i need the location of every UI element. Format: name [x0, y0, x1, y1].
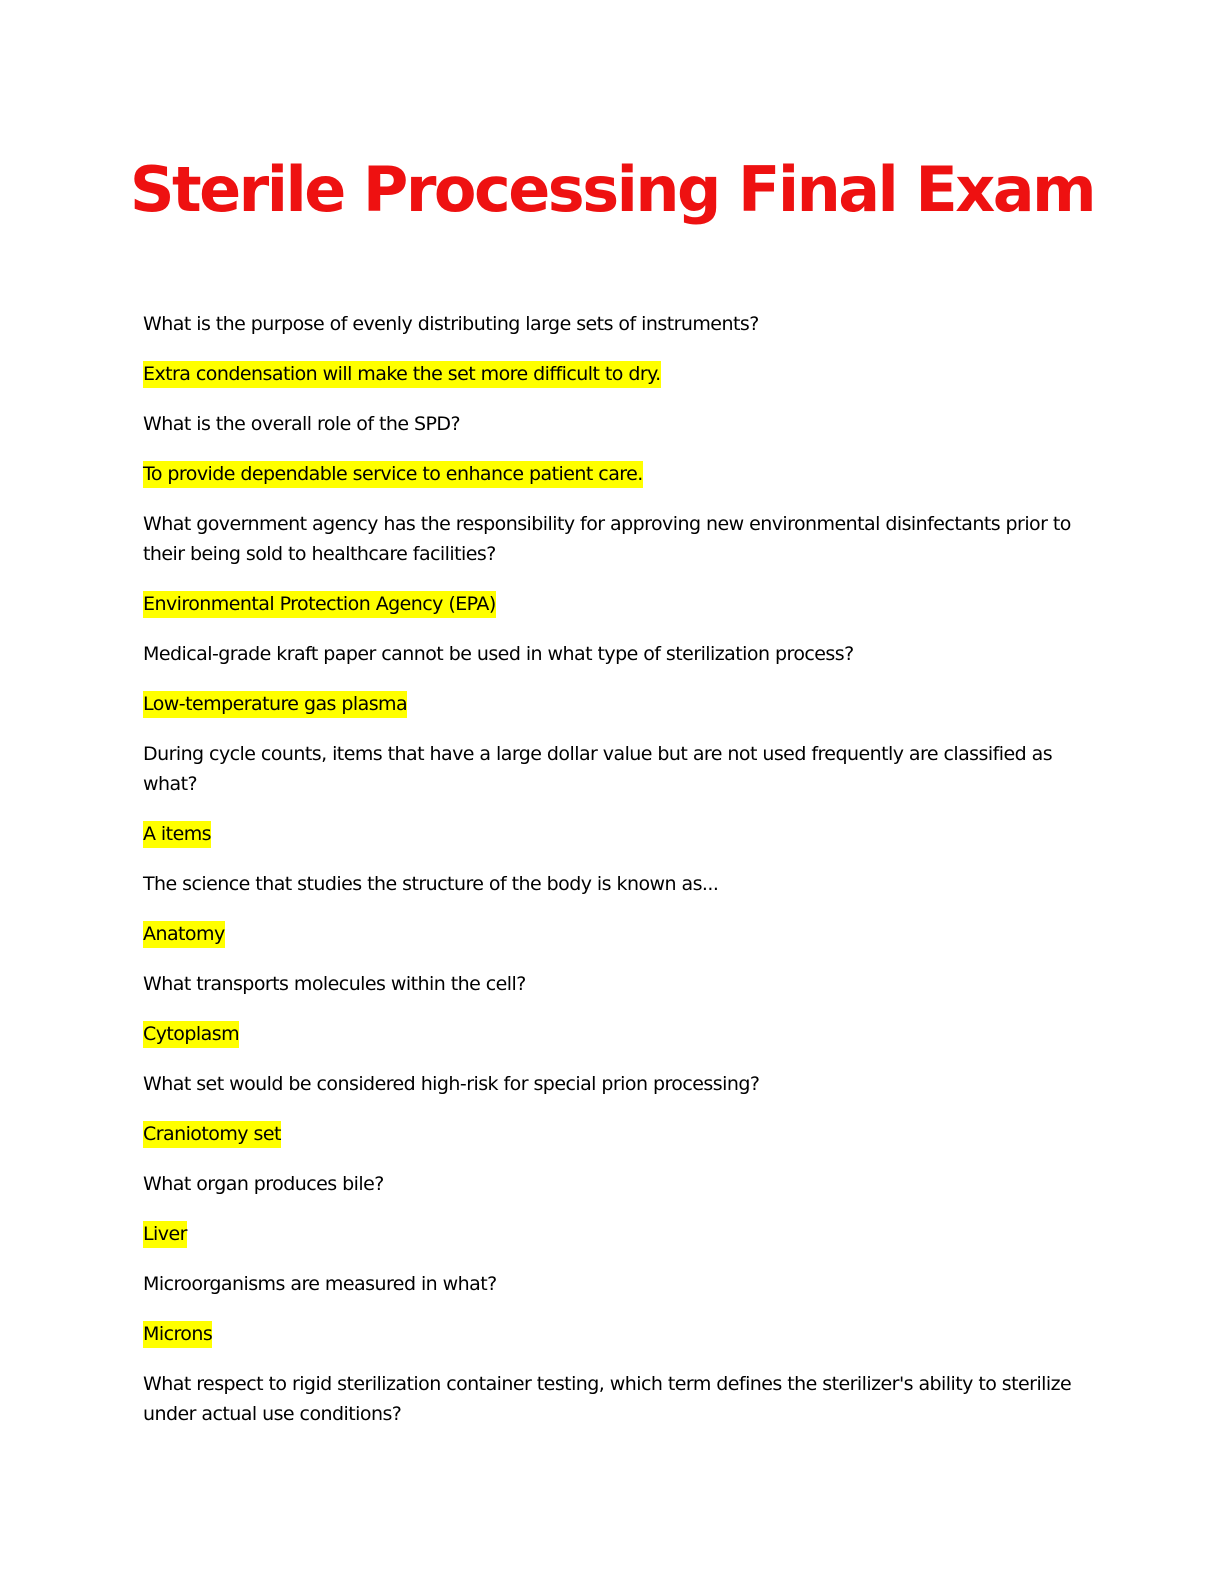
answer-6: Anatomy: [143, 919, 1078, 949]
question-9: What organ produces bile?: [143, 1173, 384, 1195]
answer-highlight: Liver: [143, 1221, 187, 1248]
answer-highlight: Microns: [143, 1321, 213, 1348]
answer-8: Craniotomy set: [143, 1119, 1078, 1149]
answer-highlight: Extra condensation will make the set mor…: [143, 361, 661, 388]
answer-4: Low-temperature gas plasma: [143, 689, 1078, 719]
answer-3: Environmental Protection Agency (EPA): [143, 589, 1078, 619]
answer-highlight: Environmental Protection Agency (EPA): [143, 591, 496, 618]
answer-highlight: Craniotomy set: [143, 1121, 281, 1148]
answer-1: Extra condensation will make the set mor…: [143, 359, 1078, 389]
question-2: What is the overall role of the SPD?: [143, 413, 461, 435]
question-11: What respect to rigid sterilization cont…: [143, 1373, 1072, 1425]
document-title: Sterile Processing Final Exam: [129, 153, 1097, 226]
question-6: The science that studies the structure o…: [143, 873, 719, 895]
qa-list: What is the purpose of evenly distributi…: [143, 309, 1078, 1449]
answer-highlight: Low-temperature gas plasma: [143, 691, 408, 718]
question-7: What transports molecules within the cel…: [143, 973, 526, 995]
question-4: Medical-grade kraft paper cannot be used…: [143, 643, 854, 665]
question-8: What set would be considered high-risk f…: [143, 1073, 760, 1095]
answer-10: Microns: [143, 1319, 1078, 1349]
question-10: Microorganisms are measured in what?: [143, 1273, 497, 1295]
question-5: During cycle counts, items that have a l…: [143, 743, 1053, 795]
answer-highlight: Cytoplasm: [143, 1021, 240, 1048]
answer-2: To provide dependable service to enhance…: [143, 459, 1078, 489]
answer-9: Liver: [143, 1219, 1078, 1249]
question-1: What is the purpose of evenly distributi…: [143, 313, 759, 335]
answer-highlight: A items: [143, 821, 212, 848]
answer-5: A items: [143, 819, 1078, 849]
answer-highlight: To provide dependable service to enhance…: [143, 461, 643, 488]
answer-highlight: Anatomy: [143, 921, 225, 948]
answer-7: Cytoplasm: [143, 1019, 1078, 1049]
question-3: What government agency has the responsib…: [143, 513, 1071, 565]
